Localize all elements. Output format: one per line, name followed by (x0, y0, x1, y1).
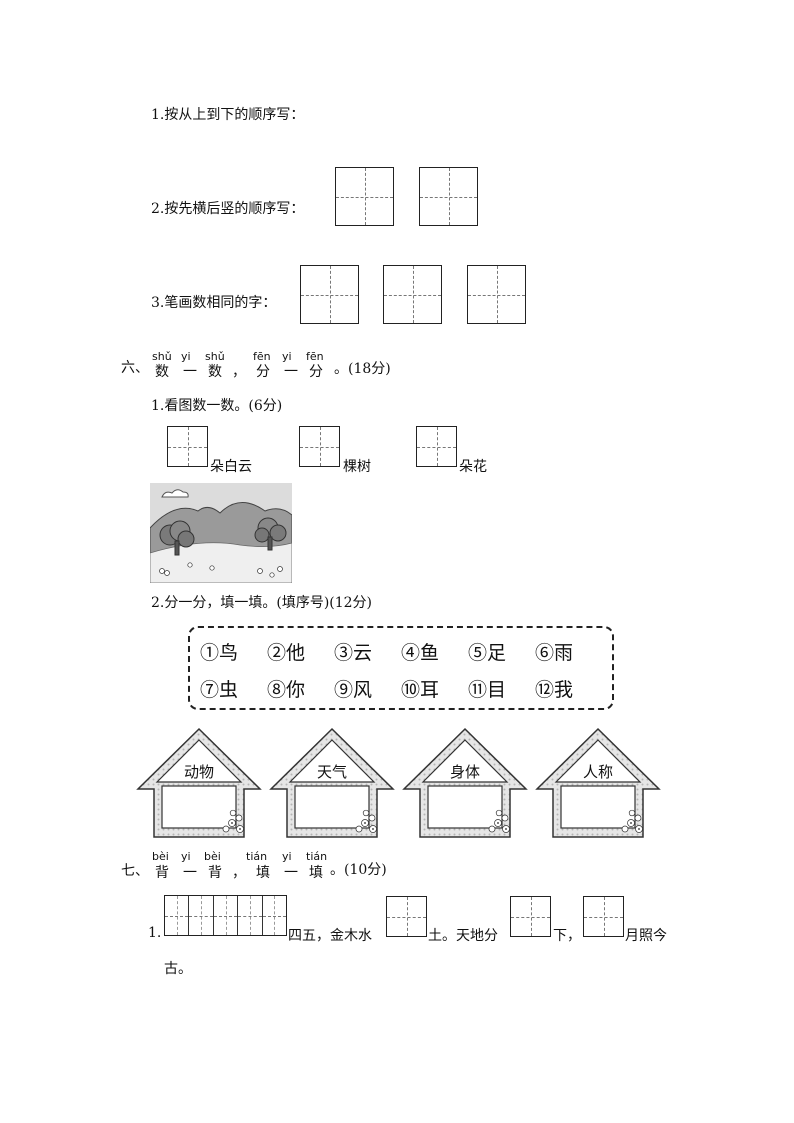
char-item: ④鱼 (401, 642, 440, 664)
char-item: ⑨风 (334, 679, 373, 701)
char-item: ②他 (267, 642, 306, 664)
writing-box[interactable] (335, 167, 394, 226)
pinyin: yi (282, 850, 292, 863)
pinyin: yi (181, 850, 191, 863)
writing-box[interactable] (383, 265, 442, 324)
char-item: ⑪目 (468, 679, 507, 701)
hanzi: 填 (309, 865, 323, 881)
character-list-box: ①鸟 ②他 ③云 ④鱼 ⑤足 ⑥雨 ⑦虫 ⑧你 ⑨风 ⑩耳 ⑪目 ⑫我 (188, 626, 614, 710)
answer-box[interactable] (167, 426, 208, 467)
char-item: ⑤足 (468, 642, 507, 664)
score-tail: 。(10分) (330, 862, 387, 878)
house-label: 动物 (183, 763, 214, 781)
section-number: 七、 (121, 863, 149, 879)
house-label: 身体 (449, 763, 480, 781)
multi-char-writing-grid[interactable] (164, 895, 287, 936)
pinyin: yi (282, 350, 292, 363)
char-item: ⑦虫 (200, 679, 239, 701)
comma: ， (232, 865, 246, 881)
char-item: ③云 (334, 642, 373, 664)
hanzi: 背 (155, 865, 169, 881)
text-fragment: 下， (553, 928, 581, 944)
sort-question-title: 2.分一分，填一填。(填序号)(12分) (151, 595, 373, 611)
pinyin: fēn (253, 350, 271, 363)
flowers-label: 朵花 (459, 459, 487, 475)
answer-box[interactable] (510, 896, 551, 937)
text-fragment: 月照今 (625, 928, 667, 944)
pinyin: yi (181, 350, 191, 363)
hanzi: 数 (155, 364, 169, 380)
text-fragment: 古。 (164, 961, 192, 977)
hanzi: 分 (309, 364, 323, 380)
house-3: 人称 (535, 727, 661, 843)
hanzi: 填 (256, 865, 270, 881)
char-item: ⑫我 (535, 679, 574, 701)
hanzi: 数 (208, 364, 222, 380)
hanzi: 一 (183, 865, 197, 881)
house-2: 身体 (402, 727, 528, 843)
house-label: 天气 (316, 763, 347, 781)
house-0: 动物 (136, 727, 262, 843)
landscape-picture (150, 483, 292, 583)
answer-box[interactable] (416, 426, 457, 467)
question-number: 1. (148, 925, 162, 941)
answer-box[interactable] (583, 896, 624, 937)
pinyin: bèi (152, 850, 169, 863)
trees-label: 棵树 (343, 459, 371, 475)
clouds-label: 朵白云 (210, 459, 252, 475)
house-shape (136, 727, 262, 838)
hanzi: 一 (284, 865, 298, 881)
house-label: 人称 (582, 763, 613, 781)
house-shape (402, 727, 528, 838)
text-fragment: 四五，金木水 (288, 928, 372, 944)
pinyin: bèi (204, 850, 221, 863)
writing-box[interactable] (419, 167, 478, 226)
order-horizontal-vertical-label: 2.按先横后竖的顺序写： (151, 201, 305, 217)
hanzi: 一 (284, 364, 298, 380)
pinyin: shǔ (152, 350, 172, 363)
hanzi: 一 (183, 364, 197, 380)
char-item: ①鸟 (200, 642, 239, 664)
section-number: 六、 (121, 360, 149, 376)
hanzi: 背 (208, 865, 222, 881)
comma: ， (232, 364, 246, 380)
text-fragment: 土。天地分 (428, 928, 498, 944)
order-top-bottom-label: 1.按从上到下的顺序写： (151, 107, 305, 123)
house-shape (535, 727, 661, 838)
pinyin: shǔ (205, 350, 225, 363)
same-stroke-count-label: 3.笔画数相同的字： (151, 295, 277, 311)
char-item: ⑧你 (267, 679, 306, 701)
writing-box[interactable] (300, 265, 359, 324)
score-tail: 。(18分) (334, 361, 391, 377)
house-1: 天气 (269, 727, 395, 843)
pinyin: tián (246, 850, 268, 863)
pinyin: fēn (306, 350, 324, 363)
answer-box[interactable] (386, 896, 427, 937)
count-question-title: 1.看图数一数。(6分) (151, 398, 283, 414)
house-shape (269, 727, 395, 838)
char-item: ⑥雨 (535, 642, 574, 664)
answer-box[interactable] (299, 426, 340, 467)
hanzi: 分 (256, 364, 270, 380)
pinyin: tián (306, 850, 328, 863)
writing-box[interactable] (467, 265, 526, 324)
char-item: ⑩耳 (401, 679, 440, 701)
